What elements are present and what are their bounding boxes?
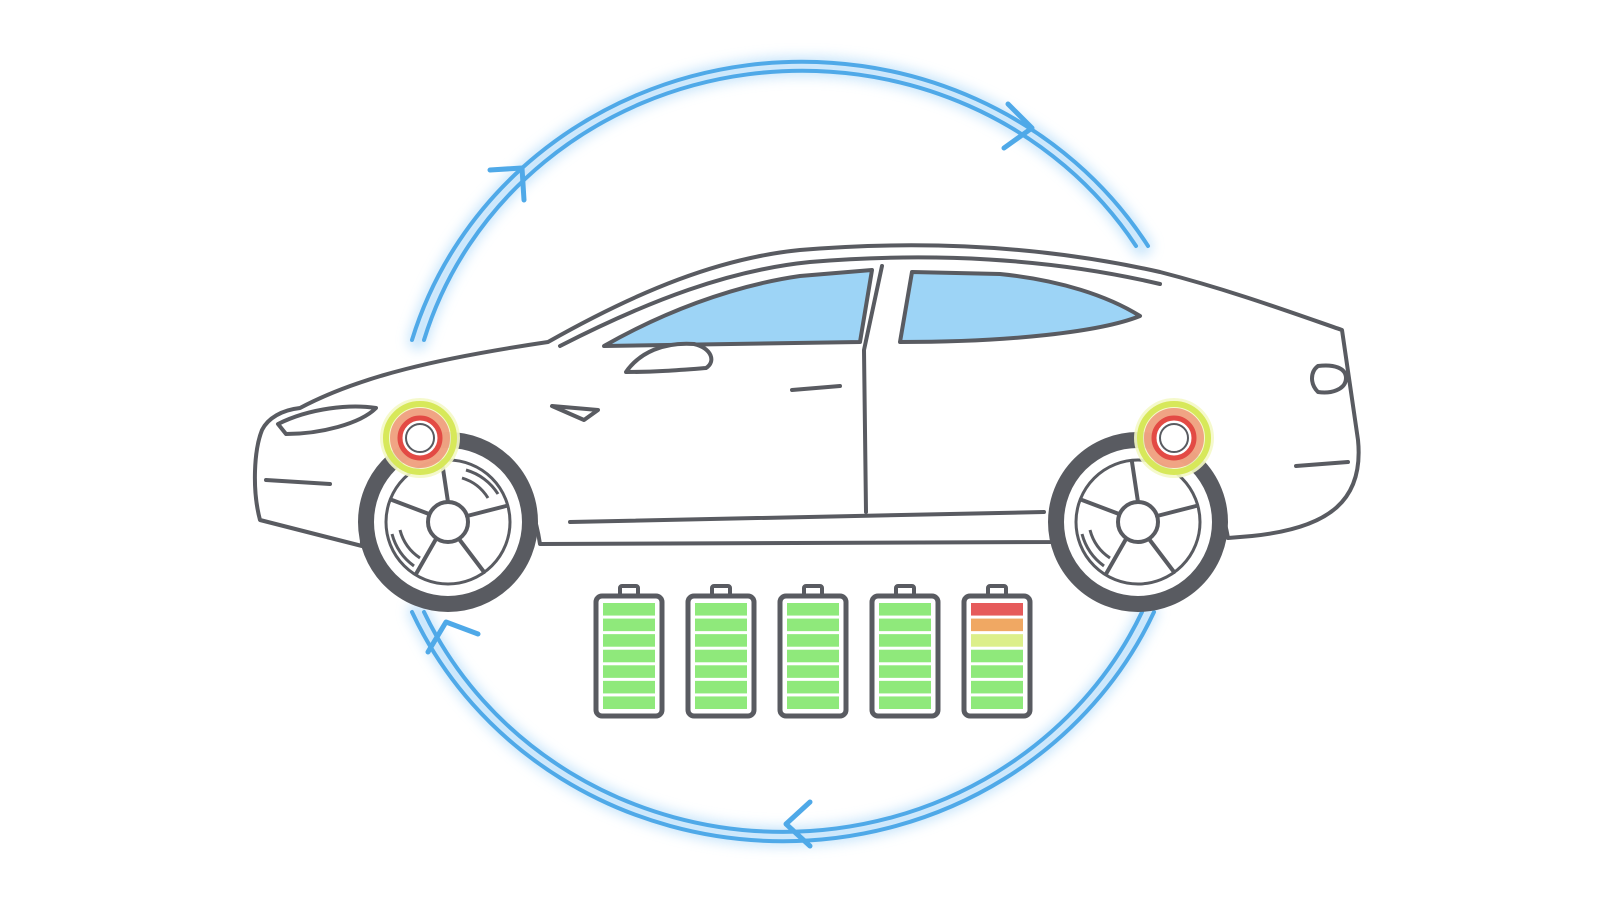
battery-cell: [971, 603, 1023, 616]
battery-cell: [695, 696, 747, 709]
battery-cell: [787, 665, 839, 678]
cycle-glow: [408, 56, 1158, 847]
car-tail-light: [1310, 363, 1348, 395]
car-side-skirt: [568, 510, 1046, 524]
cycle-arrowhead-top-left: [487, 165, 527, 203]
brake-heat-indicators: [380, 398, 1214, 478]
battery-icon: [869, 584, 941, 719]
battery-cell: [879, 665, 931, 678]
car-door-handle: [790, 384, 842, 392]
battery-cell: [879, 634, 931, 647]
car-roofline: [558, 255, 1162, 348]
cycle-arrowhead-bottom-left: [425, 619, 481, 655]
battery-cell: [603, 665, 655, 678]
battery-icon: [777, 584, 849, 719]
battery-cell: [695, 618, 747, 632]
battery-cell: [695, 649, 747, 663]
battery-row: [593, 584, 1033, 719]
battery-cell: [971, 649, 1023, 663]
battery-cell: [787, 618, 839, 632]
battery-icon: [593, 584, 665, 719]
battery-cell: [971, 634, 1023, 647]
car-front-window: [602, 268, 874, 348]
battery-cell: [879, 649, 931, 663]
battery-cell: [603, 603, 655, 616]
battery-icon: [685, 584, 757, 719]
car-front-grille: [264, 478, 332, 486]
battery-cell: [787, 680, 839, 694]
cycle-arrowhead-top-right: [1001, 101, 1035, 151]
battery-cell: [603, 634, 655, 647]
cycle-arrowhead-bottom: [783, 799, 813, 849]
battery-cell: [971, 618, 1023, 632]
battery-cell: [603, 696, 655, 709]
battery-cell: [971, 696, 1023, 709]
car-rear-window: [898, 270, 1142, 344]
battery-cell: [787, 634, 839, 647]
battery-cell: [603, 618, 655, 632]
battery-cell: [879, 618, 931, 632]
car-door-line: [862, 264, 884, 514]
battery-cell: [787, 603, 839, 616]
regenerative-cycle-arrows-icon: [408, 56, 1158, 849]
battery-cell: [971, 665, 1023, 678]
battery-cell: [695, 634, 747, 647]
battery-cell: [603, 649, 655, 663]
battery-cell: [695, 665, 747, 678]
brake-heat-indicator-icon: [1134, 398, 1214, 478]
battery-cell: [787, 649, 839, 663]
electric-sedan-side-view-icon: [252, 243, 1361, 548]
car-side-mirror: [624, 341, 714, 374]
cycle-strokes: [410, 59, 1156, 844]
battery-cell: [971, 680, 1023, 694]
battery-cell: [695, 680, 747, 694]
battery-cell: [879, 696, 931, 709]
battery-cell: [787, 696, 839, 709]
battery-cell: [879, 680, 931, 694]
car-headlight: [276, 404, 378, 436]
brake-heat-indicator-icon: [380, 398, 460, 478]
car-front-marker: [550, 404, 600, 422]
battery-cell: [603, 680, 655, 694]
car-rear-bumper: [1294, 460, 1350, 468]
battery-icon: [961, 584, 1033, 719]
battery-cell: [695, 603, 747, 616]
battery-cell: [879, 603, 931, 616]
